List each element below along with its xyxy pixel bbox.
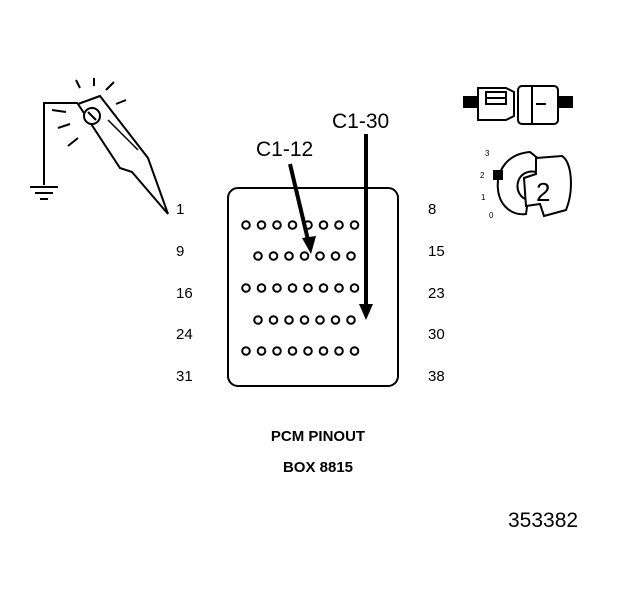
pin-hole — [303, 283, 313, 293]
row-label-left: 16 — [176, 285, 193, 302]
pin-hole — [349, 220, 360, 230]
row-label-right: 30 — [428, 326, 445, 343]
row-label-left: 24 — [176, 326, 193, 343]
caption-title: PCM PINOUT — [271, 428, 365, 445]
selector-scale-3: 3 — [485, 149, 490, 158]
selector-switch-icon — [493, 150, 572, 218]
pin-hole — [330, 251, 341, 261]
pin-hole — [299, 315, 310, 325]
pin-hole — [330, 315, 341, 325]
pin-hole — [334, 220, 344, 230]
pin-hole — [284, 251, 294, 261]
pin-hole — [241, 346, 251, 356]
pin-holes — [241, 220, 360, 356]
pin-hole — [256, 346, 267, 356]
row-label-left: 31 — [176, 368, 193, 385]
pin-hole — [241, 220, 251, 230]
row-label-left: 1 — [176, 201, 184, 218]
ground-symbol-icon — [30, 102, 78, 200]
pin-hole — [284, 315, 294, 325]
pin-hole — [299, 251, 310, 261]
selector-scale-0: 0 — [489, 211, 494, 220]
pin-hole — [318, 220, 329, 230]
pin-hole — [303, 346, 313, 356]
selector-setting: 2 — [536, 177, 550, 207]
row-label-left: 9 — [176, 243, 184, 260]
pin-hole — [253, 315, 263, 325]
row-label-right: 23 — [428, 285, 445, 302]
pin-hole — [334, 283, 344, 293]
callout-label-c1-30: C1-30 — [332, 110, 389, 133]
pin-hole — [287, 283, 298, 293]
test-light-icon — [51, 78, 169, 215]
callout-arrow-c1-12 — [288, 163, 316, 254]
row-label-right: 38 — [428, 368, 445, 385]
figure-number: 353382 — [508, 509, 578, 532]
pin-hole — [349, 283, 360, 293]
pin-hole — [241, 283, 251, 293]
pin-hole — [272, 283, 282, 293]
pin-hole — [268, 251, 279, 261]
pin-hole — [287, 220, 298, 230]
pin-hole — [318, 283, 329, 293]
pin-hole — [268, 315, 279, 325]
pin-hole — [256, 283, 267, 293]
callout-label-c1-12: C1-12 — [256, 138, 313, 161]
caption-subtitle: BOX 8815 — [283, 459, 353, 476]
pin-hole — [318, 346, 329, 356]
pin-hole — [349, 346, 360, 356]
selector-scale-2: 2 — [480, 171, 485, 180]
pin-hole — [256, 220, 267, 230]
callout-arrow-c1-30 — [359, 134, 373, 320]
pin-hole — [253, 251, 263, 261]
pin-hole — [315, 315, 325, 325]
pin-hole — [346, 251, 356, 261]
pin-hole — [346, 315, 356, 325]
pin-hole — [287, 346, 298, 356]
row-label-right: 15 — [428, 243, 445, 260]
row-label-right: 8 — [428, 201, 436, 218]
pin-hole — [315, 251, 325, 261]
pin-hole — [272, 346, 282, 356]
pin-hole — [272, 220, 282, 230]
pcm-connector-body — [227, 187, 399, 387]
connector-plug-icon — [463, 85, 573, 125]
pin-hole — [334, 346, 344, 356]
selector-scale-1: 1 — [481, 193, 486, 202]
